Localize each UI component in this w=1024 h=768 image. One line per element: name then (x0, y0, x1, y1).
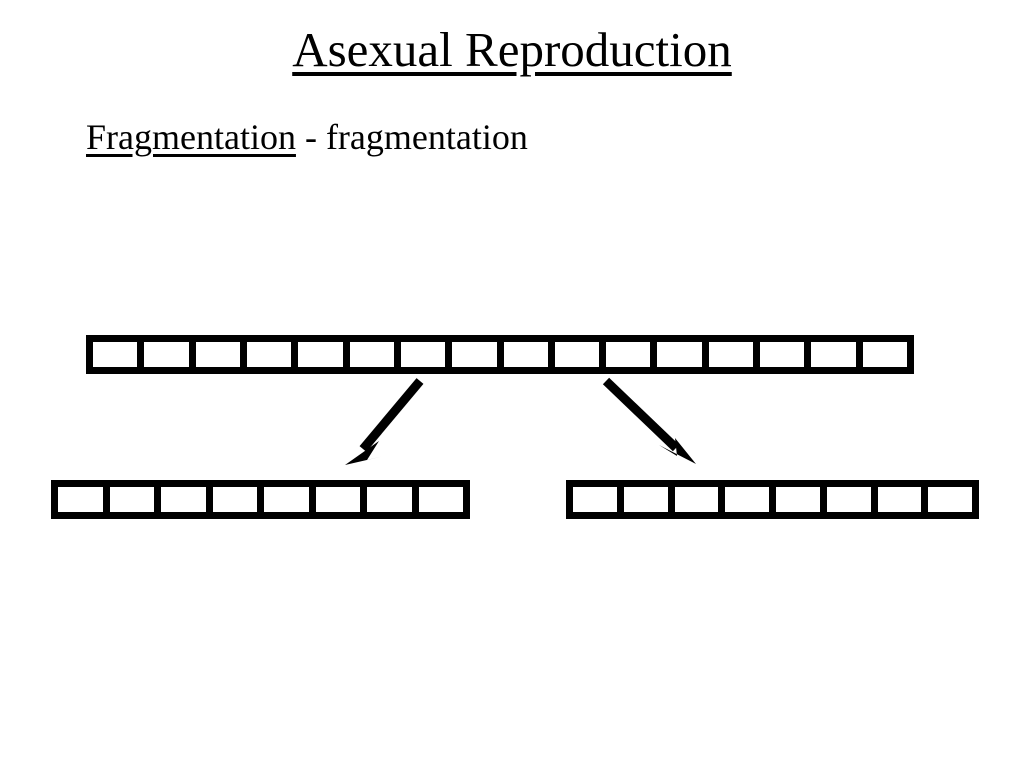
fragment-left (51, 480, 470, 519)
subtitle-rest: - fragmentation (295, 117, 528, 157)
organism-segment (161, 487, 206, 512)
arrow-to-right-fragment (602, 377, 696, 464)
arrow-shaft (359, 378, 424, 452)
arrow-shaft (602, 377, 680, 452)
arrow-head-icon (659, 438, 696, 464)
arrow-head-icon (345, 441, 384, 465)
organism-segment (109, 487, 154, 512)
organism-segment (554, 342, 600, 367)
organism-segment (195, 342, 240, 367)
subtitle: Fragmentation - fragmentation (86, 117, 528, 158)
organism-segment (58, 487, 103, 512)
organism-segment (418, 487, 463, 512)
organism-segment (503, 342, 548, 367)
organism-segment (573, 487, 617, 512)
organism-segment (246, 342, 292, 367)
organism-segment (144, 342, 189, 367)
organism-segment (776, 487, 820, 512)
organism-segment (657, 342, 702, 367)
organism-segment (708, 342, 754, 367)
organism-segment (367, 487, 412, 512)
organism-segment (315, 487, 360, 512)
organism-segment (349, 342, 394, 367)
organism-segment (826, 487, 871, 512)
organism-segment (400, 342, 446, 367)
organism-segment (928, 487, 972, 512)
organism-segment (623, 487, 668, 512)
organism-segment (212, 487, 257, 512)
organism-segment (811, 342, 856, 367)
organism-segment (877, 487, 922, 512)
organism-segment (862, 342, 907, 367)
organism-segment (93, 342, 138, 367)
organism-segment (264, 487, 309, 512)
organism-segment (298, 342, 343, 367)
page-title-text: Asexual Reproduction (292, 22, 732, 77)
arrow-to-left-fragment (345, 378, 424, 465)
organism-segment (452, 342, 497, 367)
page-title: Asexual Reproduction (0, 24, 1024, 75)
fragment-right (566, 480, 979, 519)
subtitle-term: Fragmentation (86, 117, 296, 157)
organism-segment (760, 342, 805, 367)
parent-organism (86, 335, 914, 374)
organism-segment (674, 487, 719, 512)
organism-segment (606, 342, 651, 367)
organism-segment (725, 487, 769, 512)
